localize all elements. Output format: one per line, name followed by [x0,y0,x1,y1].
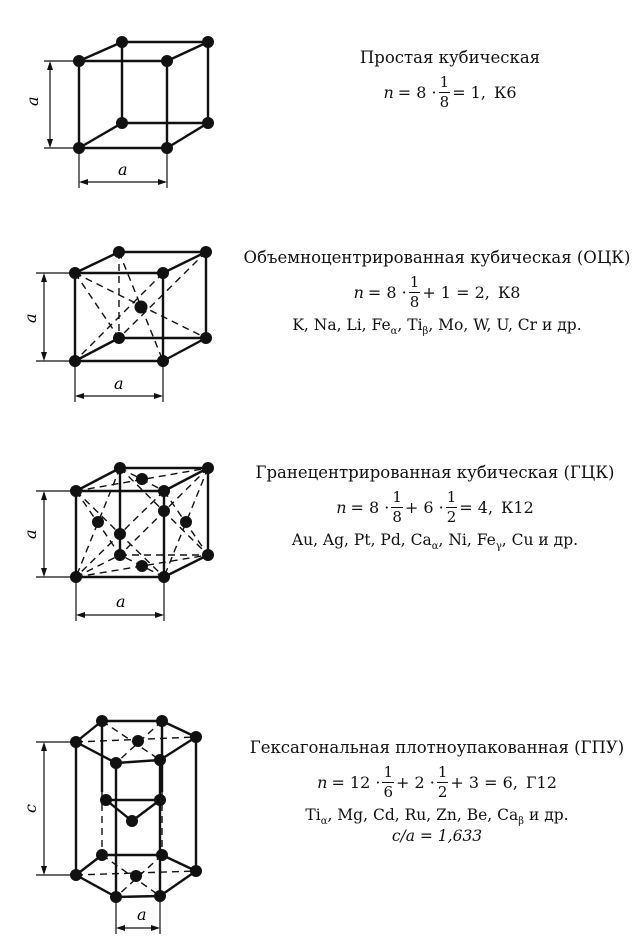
dimension-label-a-vertical: a [21,529,40,539]
bcc-text: Объемноцентрированная кубическая (ОЦК) n… [232,248,642,337]
element-list: K, Na, Li, Feα, Tiβ, Mo, W, U, Cr и др. [292,316,582,338]
dimension-label-a-vertical: a [23,96,42,106]
fcc-text: Гранецентрированная кубическая (ГЦК) n =… [240,463,630,552]
structure-title: Гранецентрированная кубическая (ГЦК) [255,463,615,482]
simple-cubic-diagram: a a [23,36,214,188]
dimension-label-a-horizontal: a [116,592,126,611]
element-list: Au, Ag, Pt, Pd, Caα, Ni, Feγ, Cu и др. [291,531,579,553]
structure-title: Гексагональная плотноупакованная (ГПУ) [249,738,625,757]
bcc-diagram: a a [21,246,212,402]
dimension-label-c-vertical: c [21,804,40,813]
dimension-label-a-horizontal: a [114,374,124,393]
dimension-label-a-vertical: a [21,313,40,323]
axial-ratio: c/a = 1,633 [391,827,483,846]
hcp-diagram: c a [21,715,202,934]
coordination-number: Г12 [525,773,557,792]
fcc-diagram: a a [21,462,214,621]
hcp-text: Гексагональная плотноупакованная (ГПУ) n… [232,738,642,845]
element-list: Tiα, Mg, Cd, Ru, Zn, Be, Caβ и др. [305,806,569,828]
structure-title: Объемноцентрированная кубическая (ОЦК) [243,248,631,267]
structure-title: Простая кубическая [359,48,541,67]
dimension-label-a-horizontal: a [118,160,128,179]
dimension-label-a-horizontal: a [137,905,147,924]
structure-bcc: a a Объемноцентрированная кубическая (ОЦ… [0,230,642,410]
coordination-number: К12 [501,498,534,517]
coordination-number: К6 [493,83,517,102]
structure-fcc: a a Гранецентрированная кубическая (ГЦК)… [0,455,642,635]
structure-hcp: c a Гексагональная плотноупакованная (ГП… [0,700,642,942]
coordination-number: К8 [497,283,521,302]
